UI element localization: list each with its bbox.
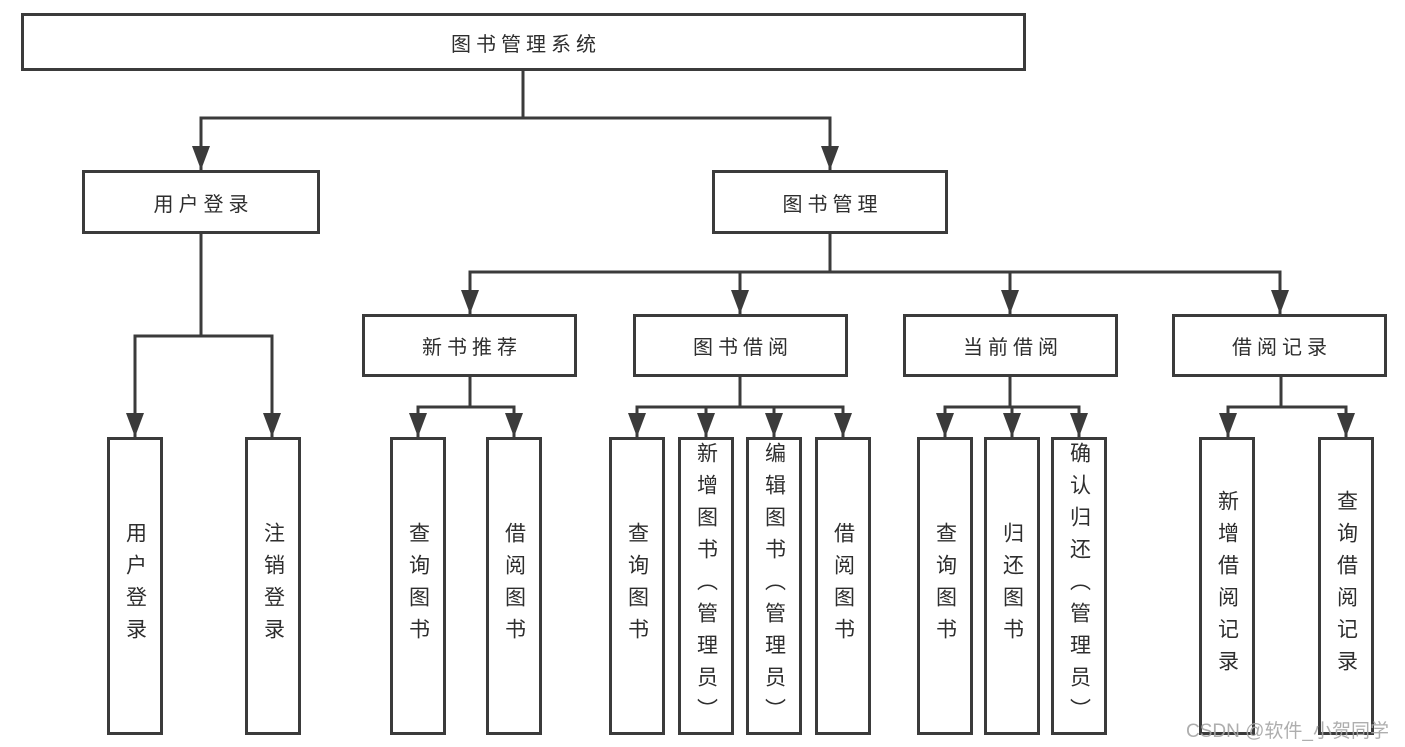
leaf-label: 借阅图书 [831, 522, 855, 650]
leaf-current-query-books: 查询图书 [917, 437, 973, 735]
node-current-borrowing: 当前借阅 [903, 314, 1118, 377]
node-label: 图书管理 [782, 193, 883, 216]
node-label: 借阅记录 [1232, 337, 1332, 359]
arrowhead [821, 146, 839, 170]
edge-root-to-level2 [199, 71, 832, 170]
leaf-label: 查询图书 [625, 522, 649, 650]
node-user-login: 用户登录 [82, 170, 320, 234]
edge-login-to-leaves [133, 233, 274, 437]
csdn-watermark: CSDN @软件_小贺同学 [1186, 721, 1389, 742]
node-borrowing-records: 借阅记录 [1172, 314, 1387, 377]
arrowhead [697, 413, 715, 437]
leaf-newbook-borrow-books: 借阅图书 [486, 437, 542, 735]
node-label: 图书借阅 [693, 337, 793, 359]
edge-records-to-leaves [1226, 376, 1348, 437]
arrowhead [409, 413, 427, 437]
leaf-label: 归还图书 [1000, 522, 1024, 650]
leaf-borrowing-add-books-admin: 新增图书（管理员） [678, 437, 734, 735]
leaf-label: 查询图书 [406, 522, 430, 650]
leaf-current-return-books: 归还图书 [984, 437, 1040, 735]
node-book-borrowing: 图书借阅 [633, 314, 848, 377]
leaf-label: 新增图书（管理员） [694, 442, 718, 730]
node-book-management: 图书管理 [712, 170, 948, 234]
edge-mgmt-to-level3 [468, 233, 1282, 314]
leaf-user-login: 用户登录 [107, 437, 163, 735]
arrowheads [126, 146, 1355, 437]
arrowhead [1337, 413, 1355, 437]
leaf-borrowing-edit-books-admin: 编辑图书（管理员） [746, 437, 802, 735]
leaf-label: 确认归还（管理员） [1067, 442, 1091, 730]
arrowhead [505, 413, 523, 437]
leaf-records-add-record: 新增借阅记录 [1199, 437, 1255, 735]
arrowhead [731, 290, 749, 314]
leaf-label: 新增借阅记录 [1215, 490, 1239, 682]
leaf-borrowing-query-books: 查询图书 [609, 437, 665, 735]
leaf-label: 查询借阅记录 [1334, 490, 1358, 682]
leaf-label: 用户登录 [123, 522, 147, 650]
leaf-label: 查询图书 [933, 522, 957, 650]
arrowhead [765, 413, 783, 437]
arrowhead [834, 413, 852, 437]
edge-borrow-to-leaves [635, 376, 845, 437]
leaf-label: 注销登录 [261, 522, 285, 650]
leaf-logout: 注销登录 [245, 437, 301, 735]
leaf-newbook-query-books: 查询图书 [390, 437, 446, 735]
node-new-book-recommend: 新书推荐 [362, 314, 577, 377]
node-label: 当前借阅 [963, 337, 1063, 359]
edge-newbook-to-leaves [416, 376, 516, 437]
arrowhead [263, 413, 281, 437]
arrowhead [936, 413, 954, 437]
leaf-label: 编辑图书（管理员） [762, 442, 786, 730]
arrowhead [126, 413, 144, 437]
arrowhead [628, 413, 646, 437]
arrowhead [1001, 290, 1019, 314]
node-label: 新书推荐 [422, 337, 522, 359]
arrowhead [192, 146, 210, 170]
leaf-borrowing-borrow-books: 借阅图书 [815, 437, 871, 735]
arrowhead [1003, 413, 1021, 437]
node-label: 图书管理系统 [451, 33, 601, 56]
leaf-current-confirm-return-admin: 确认归还（管理员） [1051, 437, 1107, 735]
arrowhead [1219, 413, 1237, 437]
node-label: 用户登录 [153, 193, 254, 216]
node-library-management-system: 图书管理系统 [21, 13, 1026, 71]
arrowhead [1070, 413, 1088, 437]
leaf-records-query-record: 查询借阅记录 [1318, 437, 1374, 735]
leaf-label: 借阅图书 [502, 522, 526, 650]
arrowhead [461, 290, 479, 314]
arrowhead [1271, 290, 1289, 314]
